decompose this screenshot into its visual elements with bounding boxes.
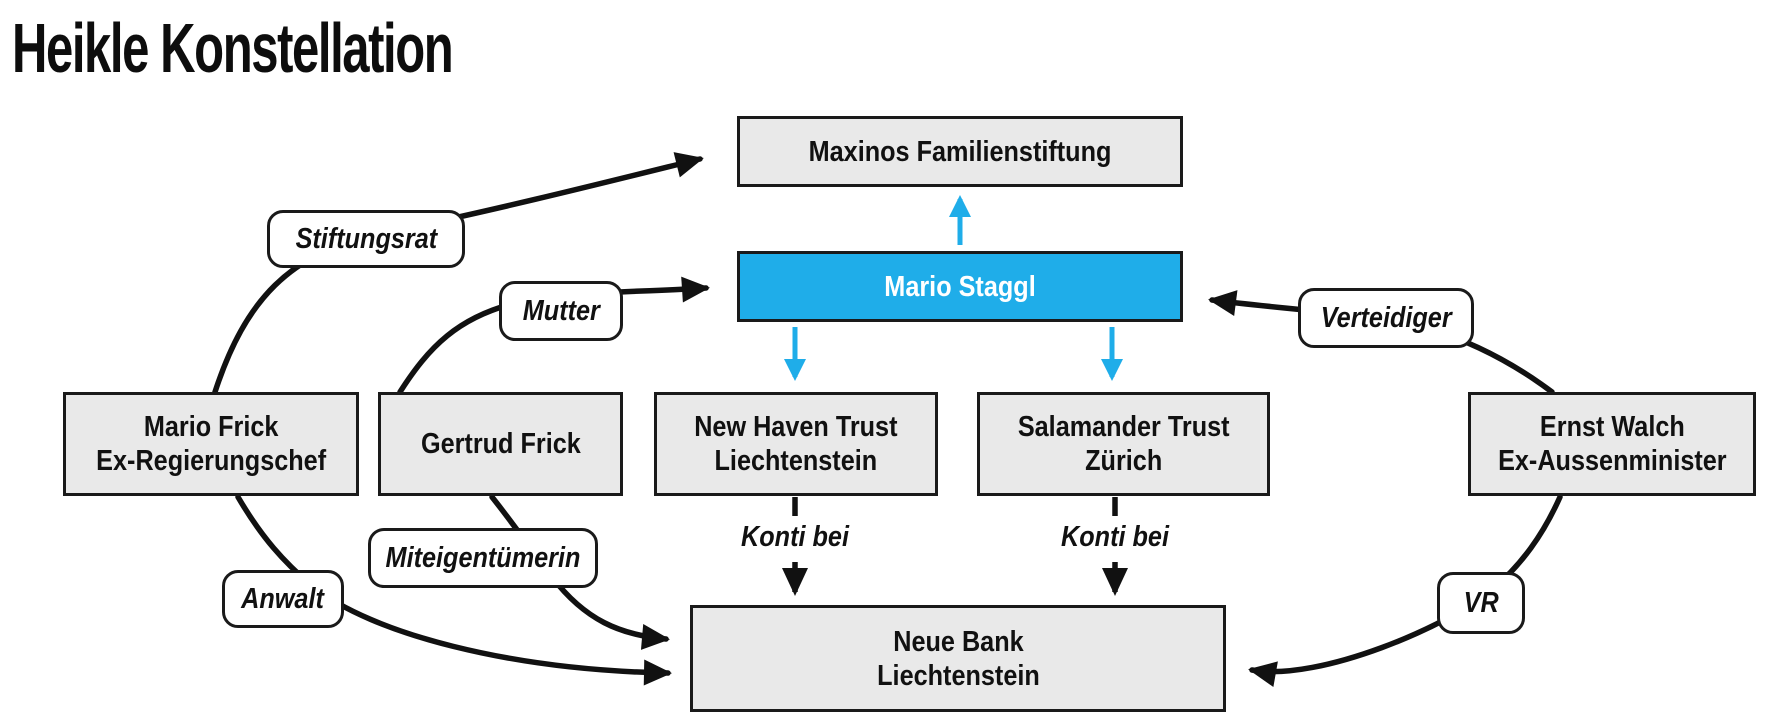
- edge-label-verteidiger: Verteidiger: [1298, 288, 1474, 348]
- node-label-line2: Liechtenstein: [714, 445, 878, 477]
- node-label-line1: Mario Frick: [143, 411, 279, 443]
- edge-label-vr: VR: [1437, 572, 1525, 634]
- node-label-line1: Salamander Trust: [1017, 411, 1230, 443]
- node-neue-bank: Neue Bank Liechtenstein: [690, 605, 1226, 712]
- node-label-line2: Liechtenstein: [876, 659, 1040, 692]
- edge-label-anwalt: Anwalt: [222, 570, 344, 628]
- node-label-line2: Ex-Aussenminister: [1497, 445, 1727, 477]
- node-ernst-walch: Ernst Walch Ex-Aussenminister: [1468, 392, 1756, 496]
- edge-stiftungsrat-frick-to-maxinos: [212, 152, 704, 395]
- node-label-line1: New Haven Trust: [694, 411, 898, 443]
- edge-label-stiftungsrat: Stiftungsrat: [267, 210, 465, 268]
- node-gertrud-frick: Gertrud Frick: [378, 392, 623, 496]
- edge-label-mutter: Mutter: [499, 281, 623, 341]
- node-label: Maxinos Familienstiftung: [808, 135, 1112, 168]
- node-label: Gertrud Frick: [420, 428, 581, 460]
- node-new-haven-trust: New Haven Trust Liechtenstein: [654, 392, 938, 496]
- node-label-line1: Neue Bank: [892, 625, 1024, 658]
- node-mario-staggl: Mario Staggl: [737, 251, 1183, 322]
- edge-label-konti-bei-left: Konti bei: [741, 521, 849, 553]
- edge-label-konti-bei-right: Konti bei: [1061, 521, 1169, 553]
- node-label-line2: Ex-Regierungschef: [96, 445, 326, 477]
- node-mario-frick: Mario Frick Ex-Regierungschef: [63, 392, 359, 496]
- node-salamander-trust: Salamander Trust Zürich: [977, 392, 1270, 496]
- edge-label-miteigentuemerin: Miteigentümerin: [368, 528, 598, 588]
- node-label-line2: Zürich: [1084, 445, 1163, 477]
- node-maxinos-familienstiftung: Maxinos Familienstiftung: [737, 116, 1183, 187]
- node-label-line1: Ernst Walch: [1539, 411, 1685, 443]
- page-title: Heikle Konstellation: [12, 9, 454, 87]
- edge-anwalt-frick-to-neuebank: [235, 494, 672, 686]
- node-label: Mario Staggl: [884, 270, 1036, 303]
